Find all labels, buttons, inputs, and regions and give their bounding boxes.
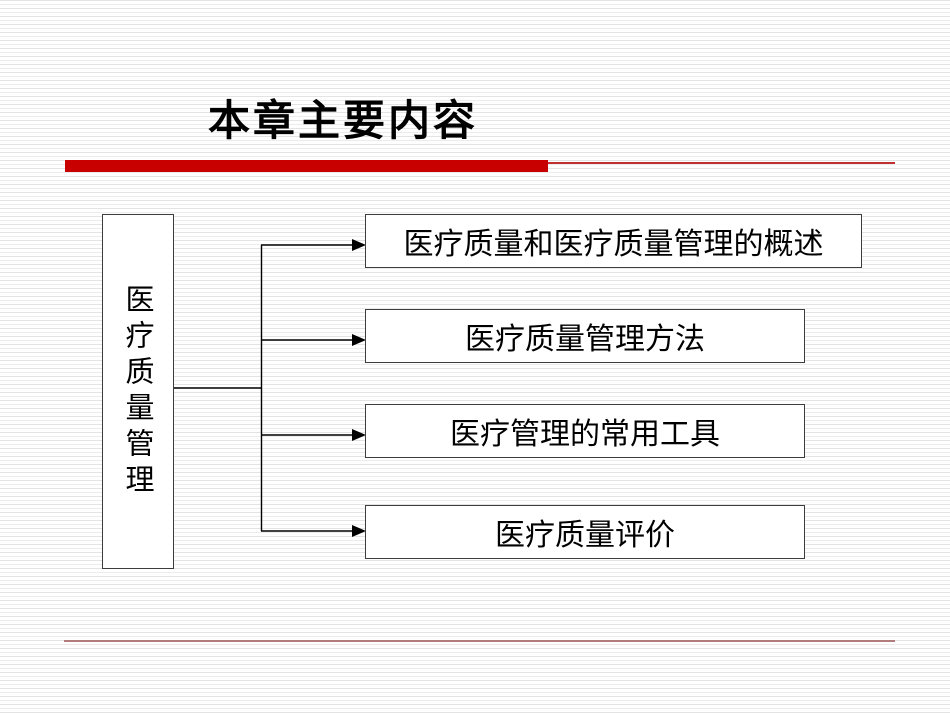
diagram-root-label: 医疗质量管理 bbox=[121, 283, 155, 500]
arrowhead-icon bbox=[352, 525, 366, 537]
diagram-branch-label: 医疗质量评价 bbox=[495, 518, 675, 553]
page-title: 本章主要内容 bbox=[208, 97, 479, 144]
diagram-branch-node-1: 医疗质量和医疗质量管理的概述 bbox=[365, 214, 862, 268]
arrowhead-icon bbox=[352, 239, 366, 251]
footer-rule bbox=[64, 640, 895, 642]
diagram-branch-node-4: 医疗质量评价 bbox=[365, 505, 805, 559]
diagram-branch-node-3: 医疗管理的常用工具 bbox=[365, 404, 805, 458]
accent-bar bbox=[65, 160, 548, 172]
arrowhead-icon bbox=[352, 334, 366, 346]
diagram-branch-label: 医疗质量和医疗质量管理的概述 bbox=[403, 227, 824, 262]
diagram-branch-node-2: 医疗质量管理方法 bbox=[365, 309, 805, 363]
diagram-root-node: 医疗质量管理 bbox=[102, 214, 174, 569]
accent-rule bbox=[548, 162, 895, 164]
arrowhead-icon bbox=[352, 429, 366, 441]
diagram-branch-label: 医疗质量管理方法 bbox=[465, 322, 705, 357]
diagram-branch-label: 医疗管理的常用工具 bbox=[450, 417, 720, 452]
